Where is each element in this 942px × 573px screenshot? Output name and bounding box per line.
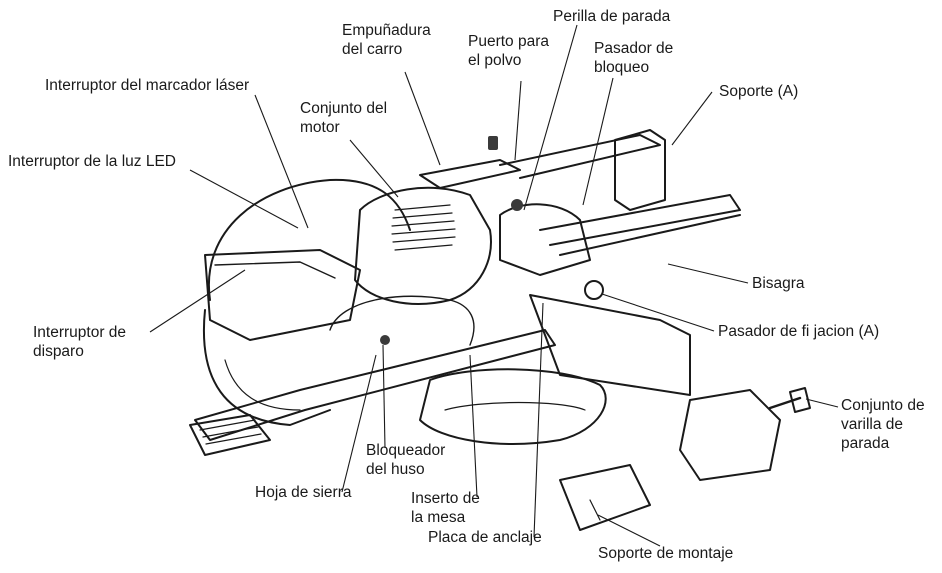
stop-rod bbox=[768, 396, 802, 410]
leader-spindle-lock bbox=[382, 344, 386, 449]
front-foot bbox=[189, 414, 271, 456]
label-stop-rod-assembly: Conjunto de varilla de parada bbox=[841, 397, 925, 452]
leader-motor-assembly bbox=[349, 139, 399, 198]
label-anchor-plate: Placa de anclaje bbox=[428, 529, 542, 546]
leader-hinge bbox=[667, 263, 749, 284]
label-fixing-pin-a: Pasador de fi jacion (A) bbox=[718, 323, 880, 340]
label-hinge: Bisagra bbox=[752, 275, 805, 292]
label-dust-port: Puerto para el polvo bbox=[468, 33, 549, 69]
label-motor-assembly: Conjunto del motor bbox=[300, 100, 388, 136]
label-saw-blade: Hoja de sierra bbox=[255, 484, 352, 501]
leader-table-insert bbox=[469, 354, 478, 498]
leader-dust-port bbox=[514, 80, 522, 161]
leader-trigger-switch bbox=[149, 269, 246, 333]
carriage-bar bbox=[419, 159, 521, 189]
leader-stop-rod bbox=[805, 398, 839, 408]
spindle-lock-button bbox=[380, 335, 390, 345]
leader-carriage-handle bbox=[404, 71, 441, 166]
leader-led-switch bbox=[189, 169, 299, 229]
leader-anchor-plate bbox=[533, 302, 544, 538]
leader-lock-pin bbox=[582, 77, 614, 206]
mounting-foot bbox=[559, 464, 651, 531]
label-mounting-bracket: Soporte de montaje bbox=[598, 545, 734, 562]
label-laser-switch: Interruptor del marcador láser bbox=[45, 77, 250, 94]
leader-laser-switch bbox=[254, 94, 309, 229]
stop-knob-cap bbox=[511, 199, 523, 211]
leader-bracket-a bbox=[671, 91, 713, 146]
handle-body bbox=[204, 249, 361, 341]
label-trigger-switch: Interruptor de disparo bbox=[33, 324, 127, 360]
top-knob bbox=[488, 136, 498, 150]
slide-rails bbox=[499, 134, 661, 179]
leader-mounting-bracket bbox=[597, 514, 661, 547]
label-led-switch: Interruptor de la luz LED bbox=[8, 153, 177, 170]
label-lock-pin: Pasador de bloqueo bbox=[594, 40, 674, 76]
motor-housing bbox=[354, 186, 492, 305]
label-carriage-handle: Empuñadura del carro bbox=[342, 22, 431, 58]
leader-saw-blade bbox=[341, 354, 377, 493]
label-bracket-a: Soporte (A) bbox=[719, 83, 799, 100]
front-arm bbox=[194, 329, 556, 441]
label-spindle-lock: Bloqueador del huso bbox=[366, 442, 446, 478]
turntable bbox=[419, 368, 607, 445]
rear-bracket bbox=[614, 129, 666, 211]
saw-blade-shape bbox=[329, 295, 475, 346]
blade-guard bbox=[207, 178, 411, 301]
right-base bbox=[679, 389, 781, 481]
label-stop-knob: Perilla de parada bbox=[553, 8, 671, 25]
blade-guard-outer bbox=[203, 309, 331, 426]
fence bbox=[529, 294, 691, 396]
leader-stop-knob bbox=[523, 24, 578, 211]
label-table-insert: Inserto de la mesa bbox=[411, 490, 480, 526]
leader-fixing-pin bbox=[601, 293, 715, 332]
hinge-shape bbox=[499, 203, 591, 276]
